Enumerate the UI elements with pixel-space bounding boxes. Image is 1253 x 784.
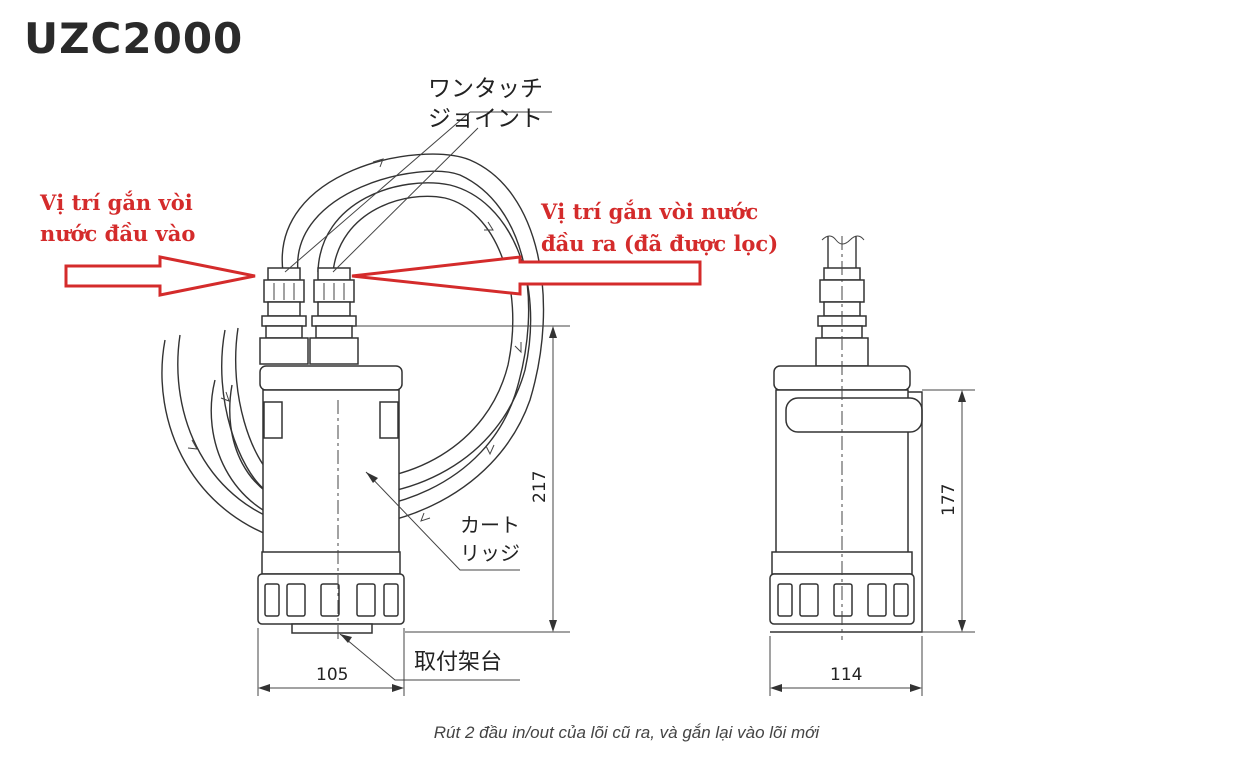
cartridge-label-line2: リッジ [460, 541, 520, 565]
image-caption: Rút 2 đầu in/out của lõi cũ ra, và gắn l… [433, 723, 820, 742]
dim-width-front: 105 [316, 665, 348, 685]
leader-lines [284, 111, 552, 681]
mount-stand-label: 取付架台 [414, 650, 502, 675]
diagram-title: UZC2000 [24, 14, 244, 63]
one-touch-joint-label-line2: ジョイント [428, 106, 543, 132]
dim-height-front: 217 [530, 471, 550, 503]
outlet-annotation-line2: đầu ra (đã được lọc) [541, 231, 778, 256]
dimensions-front [257, 325, 570, 696]
dim-width-side: 114 [830, 665, 862, 685]
dimensions-side [769, 389, 975, 696]
cartridge-side [769, 235, 923, 640]
inlet-annotation-line1: Vị trí gắn vòi [39, 190, 193, 215]
fitting-inlet [259, 267, 309, 365]
cartridge-label-line1: カート [460, 513, 520, 537]
one-touch-joint-label-line1: ワンタッチ [428, 76, 543, 102]
dim-height-side: 177 [939, 484, 959, 516]
outlet-annotation-line1: Vị trí gắn vòi nước [540, 199, 758, 224]
fitting-outlet [309, 267, 359, 365]
inlet-annotation-line2: nước đầu vào [40, 221, 195, 246]
cartridge-front [257, 365, 405, 640]
inlet-arrow [64, 255, 256, 297]
outlet-arrow [351, 255, 702, 296]
